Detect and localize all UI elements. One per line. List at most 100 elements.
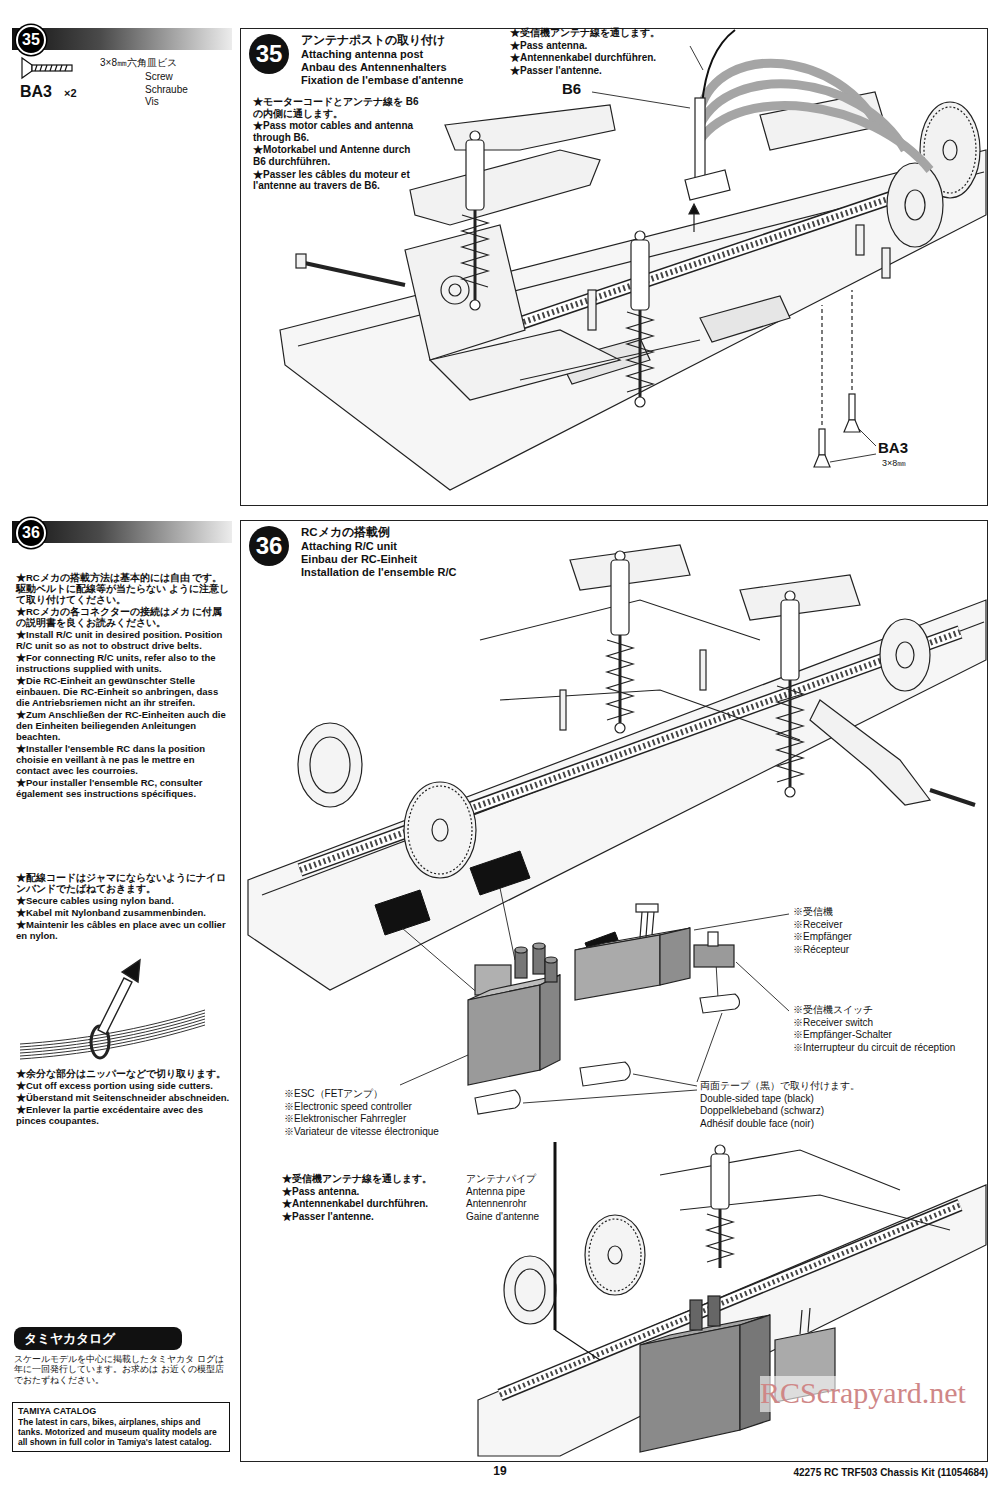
screw-part — [849, 394, 855, 420]
esc-unit — [640, 1325, 740, 1452]
leader-line — [592, 46, 876, 462]
receiver-switch — [694, 932, 734, 967]
instruction-note: ★Passer l'antenne. — [510, 65, 690, 77]
front-bulkhead — [588, 290, 596, 330]
shock-absorber — [711, 1154, 729, 1209]
esc-unit — [640, 1296, 770, 1452]
antenna-pipe — [554, 1142, 557, 1330]
catalog-note-group: スケールモデルを中心に掲載したタミヤカタ ログは年に一回発行しています。お求めは… — [14, 1354, 230, 1386]
instruction-note: ★受信機アンテナ線を通します。 — [510, 27, 690, 39]
motor-gear — [408, 786, 472, 874]
motor-gear — [515, 1269, 545, 1311]
antenna-post — [702, 30, 735, 105]
part-label: Doppelklebeband (schwarz) — [700, 1105, 962, 1117]
catalog-banner: タミヤカタログ — [14, 1327, 182, 1350]
shock-absorber — [789, 680, 792, 788]
shock-absorber — [474, 210, 477, 300]
part-label: ※Empfänger — [793, 931, 943, 943]
part-description-group: ScrewSchraubeVis — [145, 71, 230, 109]
instruction-note: ★Enlever la partie excédentaire avec des… — [16, 1104, 230, 1126]
rear-assembly — [856, 225, 864, 255]
page-number-group: 19 — [470, 1465, 530, 1480]
leader-line — [694, 914, 789, 930]
instruction-note: ★Passer l'antenne. — [282, 1211, 462, 1223]
part-description: Screw — [145, 71, 230, 83]
shock-absorber — [607, 640, 633, 720]
motor-gear — [585, 1215, 645, 1295]
esc-unit — [545, 957, 557, 963]
part-code: BA3 — [878, 439, 928, 456]
motor-gear — [504, 1150, 950, 1324]
tape-piece — [475, 1090, 520, 1114]
leader-line — [633, 1074, 697, 1086]
shock-absorber — [627, 312, 653, 392]
part-code-group: B6 — [562, 80, 596, 98]
part-description: Schraube — [145, 84, 230, 96]
shock-absorber — [462, 131, 653, 407]
shock-absorber — [615, 723, 625, 733]
part-label: Adhésif double face (noir) — [700, 1118, 962, 1130]
shock-absorber — [781, 600, 799, 680]
screw-part — [821, 305, 822, 425]
shock-absorber — [635, 397, 645, 407]
tape-patch — [375, 851, 620, 955]
tape-piece — [700, 994, 740, 1013]
part-label: 両面テープ（黒）で取り付けます。 — [700, 1080, 962, 1092]
leader-line — [858, 428, 876, 446]
cable-bundle — [20, 1025, 205, 1059]
instruction-note: ★Antennenkabel durchführen. — [282, 1198, 462, 1210]
part-label: ※Electronic speed controller — [284, 1101, 494, 1113]
part-label: アンテナパイプ — [466, 1173, 550, 1185]
chassis-plate — [248, 600, 986, 990]
receiver-unit — [660, 928, 690, 985]
antenna-pipe — [555, 1142, 600, 1360]
part-label: ※受信機スイッチ — [793, 1004, 985, 1016]
leader-line — [736, 962, 789, 1011]
shock-absorber — [462, 215, 488, 287]
motor-gear — [660, 1150, 900, 1190]
screw-part — [814, 455, 830, 467]
drive-belt — [300, 632, 960, 870]
screw-part — [814, 290, 860, 467]
leader-line — [697, 1013, 722, 1082]
motor-gear — [880, 619, 930, 691]
shock-absorber — [631, 240, 649, 310]
banner-text: タミヤカタログ — [24, 1330, 115, 1348]
instruction-note: ★Pass antenna. — [510, 40, 690, 52]
esc-unit — [533, 943, 545, 949]
esc-unit — [740, 1315, 770, 1430]
instruction-note-group: ★配線コードはジャマにならないようにナイロ ンバンドでたばねておきます。★Sec… — [16, 872, 230, 942]
part-quantity: ×2 — [64, 87, 94, 100]
step-number: 36 — [16, 518, 46, 548]
part-description: 3×8㎜六角皿ビス — [100, 57, 230, 69]
receiver-switch — [708, 932, 718, 946]
esc-unit — [540, 975, 560, 1070]
receiver-unit — [575, 935, 660, 1000]
antenna-post — [700, 106, 930, 170]
shock-absorber — [470, 300, 480, 310]
instruction-note-group: ★モーターコードとアンテナ線を B6の内側に通します。★Pass motor c… — [253, 96, 421, 193]
instruction-note-group: ★受信機アンテナ線を通します。★Pass antenna.★Antennenka… — [510, 27, 690, 77]
screw-part — [851, 290, 852, 390]
part-quantity-group: ×2 — [64, 87, 94, 101]
part-label: ※Interrupteur du circuit de réception — [793, 1042, 985, 1054]
suspension — [480, 545, 975, 805]
front-bulkhead — [296, 254, 306, 268]
shock-absorber — [619, 635, 622, 724]
step-header: 36 — [12, 521, 232, 543]
step-circle: 36 — [249, 526, 289, 566]
suspension — [570, 545, 690, 590]
part-label: Gaine d'antenne — [466, 1211, 550, 1223]
esc-unit — [468, 985, 540, 1085]
motor-gear — [589, 1219, 641, 1291]
leader-line — [830, 454, 876, 462]
instruction-note: ★RCメカの搭載方法は基本的には自由 です。駆動ベルトに配線等が当たらない よう… — [16, 572, 230, 605]
instruction-note: ★受信機アンテナ線を通します。 — [282, 1173, 462, 1185]
front-bulkhead — [405, 225, 525, 360]
leader-line — [523, 1090, 697, 1103]
antenna-post — [693, 212, 694, 232]
part-label: ※Empfänger-Schalter — [793, 1029, 985, 1041]
placement-line — [402, 928, 480, 995]
